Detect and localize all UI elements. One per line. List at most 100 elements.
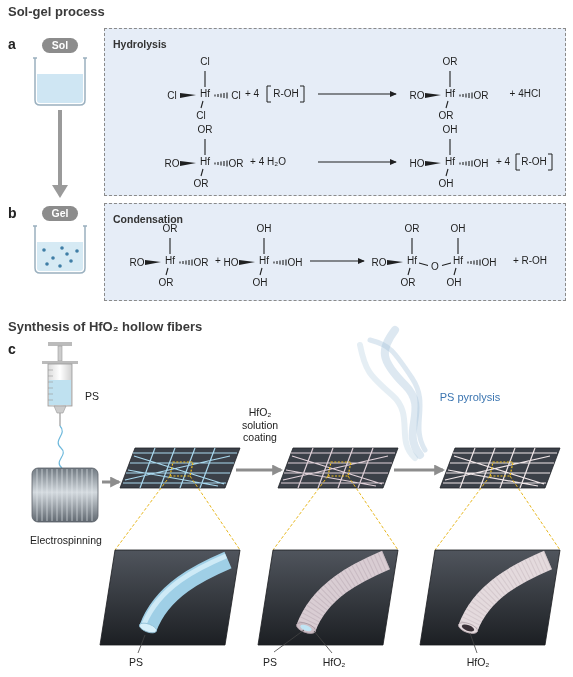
state-pill: Gel [42, 206, 78, 221]
chemical-symbol: RO [165, 158, 180, 170]
process-arrow [102, 470, 443, 482]
coated-fiber-panel [306, 560, 386, 628]
gel-beaker [35, 226, 85, 273]
part-label: PS [129, 656, 143, 669]
coated-fiber-panel [258, 550, 398, 645]
gel-beaker [69, 259, 73, 263]
chemical-symbol: OH [439, 178, 454, 190]
part-label: HfO₂ [467, 656, 490, 669]
illustration [278, 448, 398, 488]
sol-beaker [35, 58, 85, 105]
illustration [440, 448, 560, 488]
chemical-symbol: OR [439, 110, 454, 122]
syringe [48, 370, 53, 400]
chemical-symbol: OH [253, 277, 268, 289]
process-arrow [394, 469, 443, 472]
collector-drum [37, 469, 92, 521]
chemical-symbol: + 4 [496, 156, 510, 168]
chemical-symbol: Hf [200, 156, 210, 168]
pyrolysis-smoke [360, 330, 425, 458]
ps-fiber-panel [100, 550, 240, 645]
process-arrow [58, 110, 62, 186]
gel-beaker [33, 226, 87, 273]
reaction-panel: Hydrolysis [104, 28, 566, 196]
chemical-symbol: Hf [445, 88, 455, 100]
process-arrow [102, 481, 119, 484]
syringe [54, 406, 66, 413]
zoom-guide [273, 476, 398, 550]
pyrolysis-smoke [360, 345, 415, 458]
ps-fiber-panel [100, 550, 240, 645]
chemical-symbol: Cl [196, 110, 205, 122]
panel-letter: a [8, 36, 16, 53]
chemical-symbol: + 4HCl [510, 88, 541, 100]
chemical-symbol: OR [163, 223, 178, 235]
chemical-symbol: OR [229, 158, 244, 170]
gel-beaker [42, 248, 46, 252]
zoom-guide [435, 476, 560, 550]
state-pill: Sol [42, 38, 78, 53]
leader-line [314, 631, 332, 653]
hollow-fiber-panel [420, 550, 560, 645]
syringe [42, 361, 78, 364]
gel-beaker [51, 256, 55, 260]
chemical-symbol: + [215, 255, 221, 267]
chemical-symbol: Cl [231, 90, 240, 102]
hollow-fiber-panel [461, 623, 475, 633]
chemical-symbol: OR [474, 90, 489, 102]
hollow-fiber-panel [468, 560, 548, 628]
hollow-fiber-panel [457, 620, 479, 635]
gel-beaker [37, 242, 83, 271]
chemical-symbol: OH [451, 223, 466, 235]
chemical-symbol: OH [257, 223, 272, 235]
hollow-fiber-panel [468, 560, 548, 628]
gel-beaker [58, 264, 62, 268]
coated-fiber-panel [295, 620, 317, 635]
gel-beaker [65, 252, 69, 256]
chemical-symbol: + 4 H₂O [250, 156, 286, 168]
chemical-symbol: O [431, 261, 439, 273]
ps-fiber-panel [138, 621, 158, 635]
panel-letter: c [8, 341, 16, 358]
part-label: HfO₂ solution coating [232, 406, 288, 444]
hollow-fiber-panel [420, 550, 560, 645]
panel-letter: b [8, 205, 17, 222]
chemical-symbol: OR [159, 277, 174, 289]
process-arrow [52, 110, 68, 198]
chemical-symbol: RO [372, 257, 387, 269]
collector-drum [32, 468, 98, 522]
syringe [48, 342, 72, 346]
chemical-symbol: OR [198, 124, 213, 136]
figure-title: Sol-gel process [8, 4, 105, 20]
ps-fiber-panel [148, 560, 228, 628]
chemical-symbol: Hf [165, 255, 175, 267]
chemical-symbol: + R-OH [513, 255, 547, 267]
chemical-symbol: OH [447, 277, 462, 289]
chemical-symbol: OR [194, 178, 209, 190]
ps-fiber-panel [144, 556, 226, 624]
zoom-guide [115, 476, 240, 550]
sol-beaker [37, 74, 83, 103]
chemical-symbol: Cl [167, 90, 176, 102]
chemical-symbol: R-OH [273, 88, 299, 100]
chemical-symbol: RO [130, 257, 145, 269]
coated-fiber-panel [258, 550, 398, 645]
leader-line [138, 635, 145, 653]
chemical-symbol: OH [474, 158, 489, 170]
chemical-symbol: OH [443, 124, 458, 136]
jet-fiber [58, 426, 63, 468]
leader-line [470, 633, 477, 653]
syringe [42, 342, 78, 426]
chemical-symbol: OH [288, 257, 303, 269]
collector-drum [32, 468, 98, 522]
process-arrow [236, 469, 281, 472]
gel-beaker [33, 225, 87, 227]
gel-beaker [42, 246, 79, 268]
panel-heading: Hydrolysis [113, 38, 167, 51]
state-label: Gel [52, 208, 69, 219]
chemical-symbol: R-OH [521, 156, 547, 168]
pyrolysis-smoke [370, 340, 425, 450]
illustration [120, 448, 240, 488]
